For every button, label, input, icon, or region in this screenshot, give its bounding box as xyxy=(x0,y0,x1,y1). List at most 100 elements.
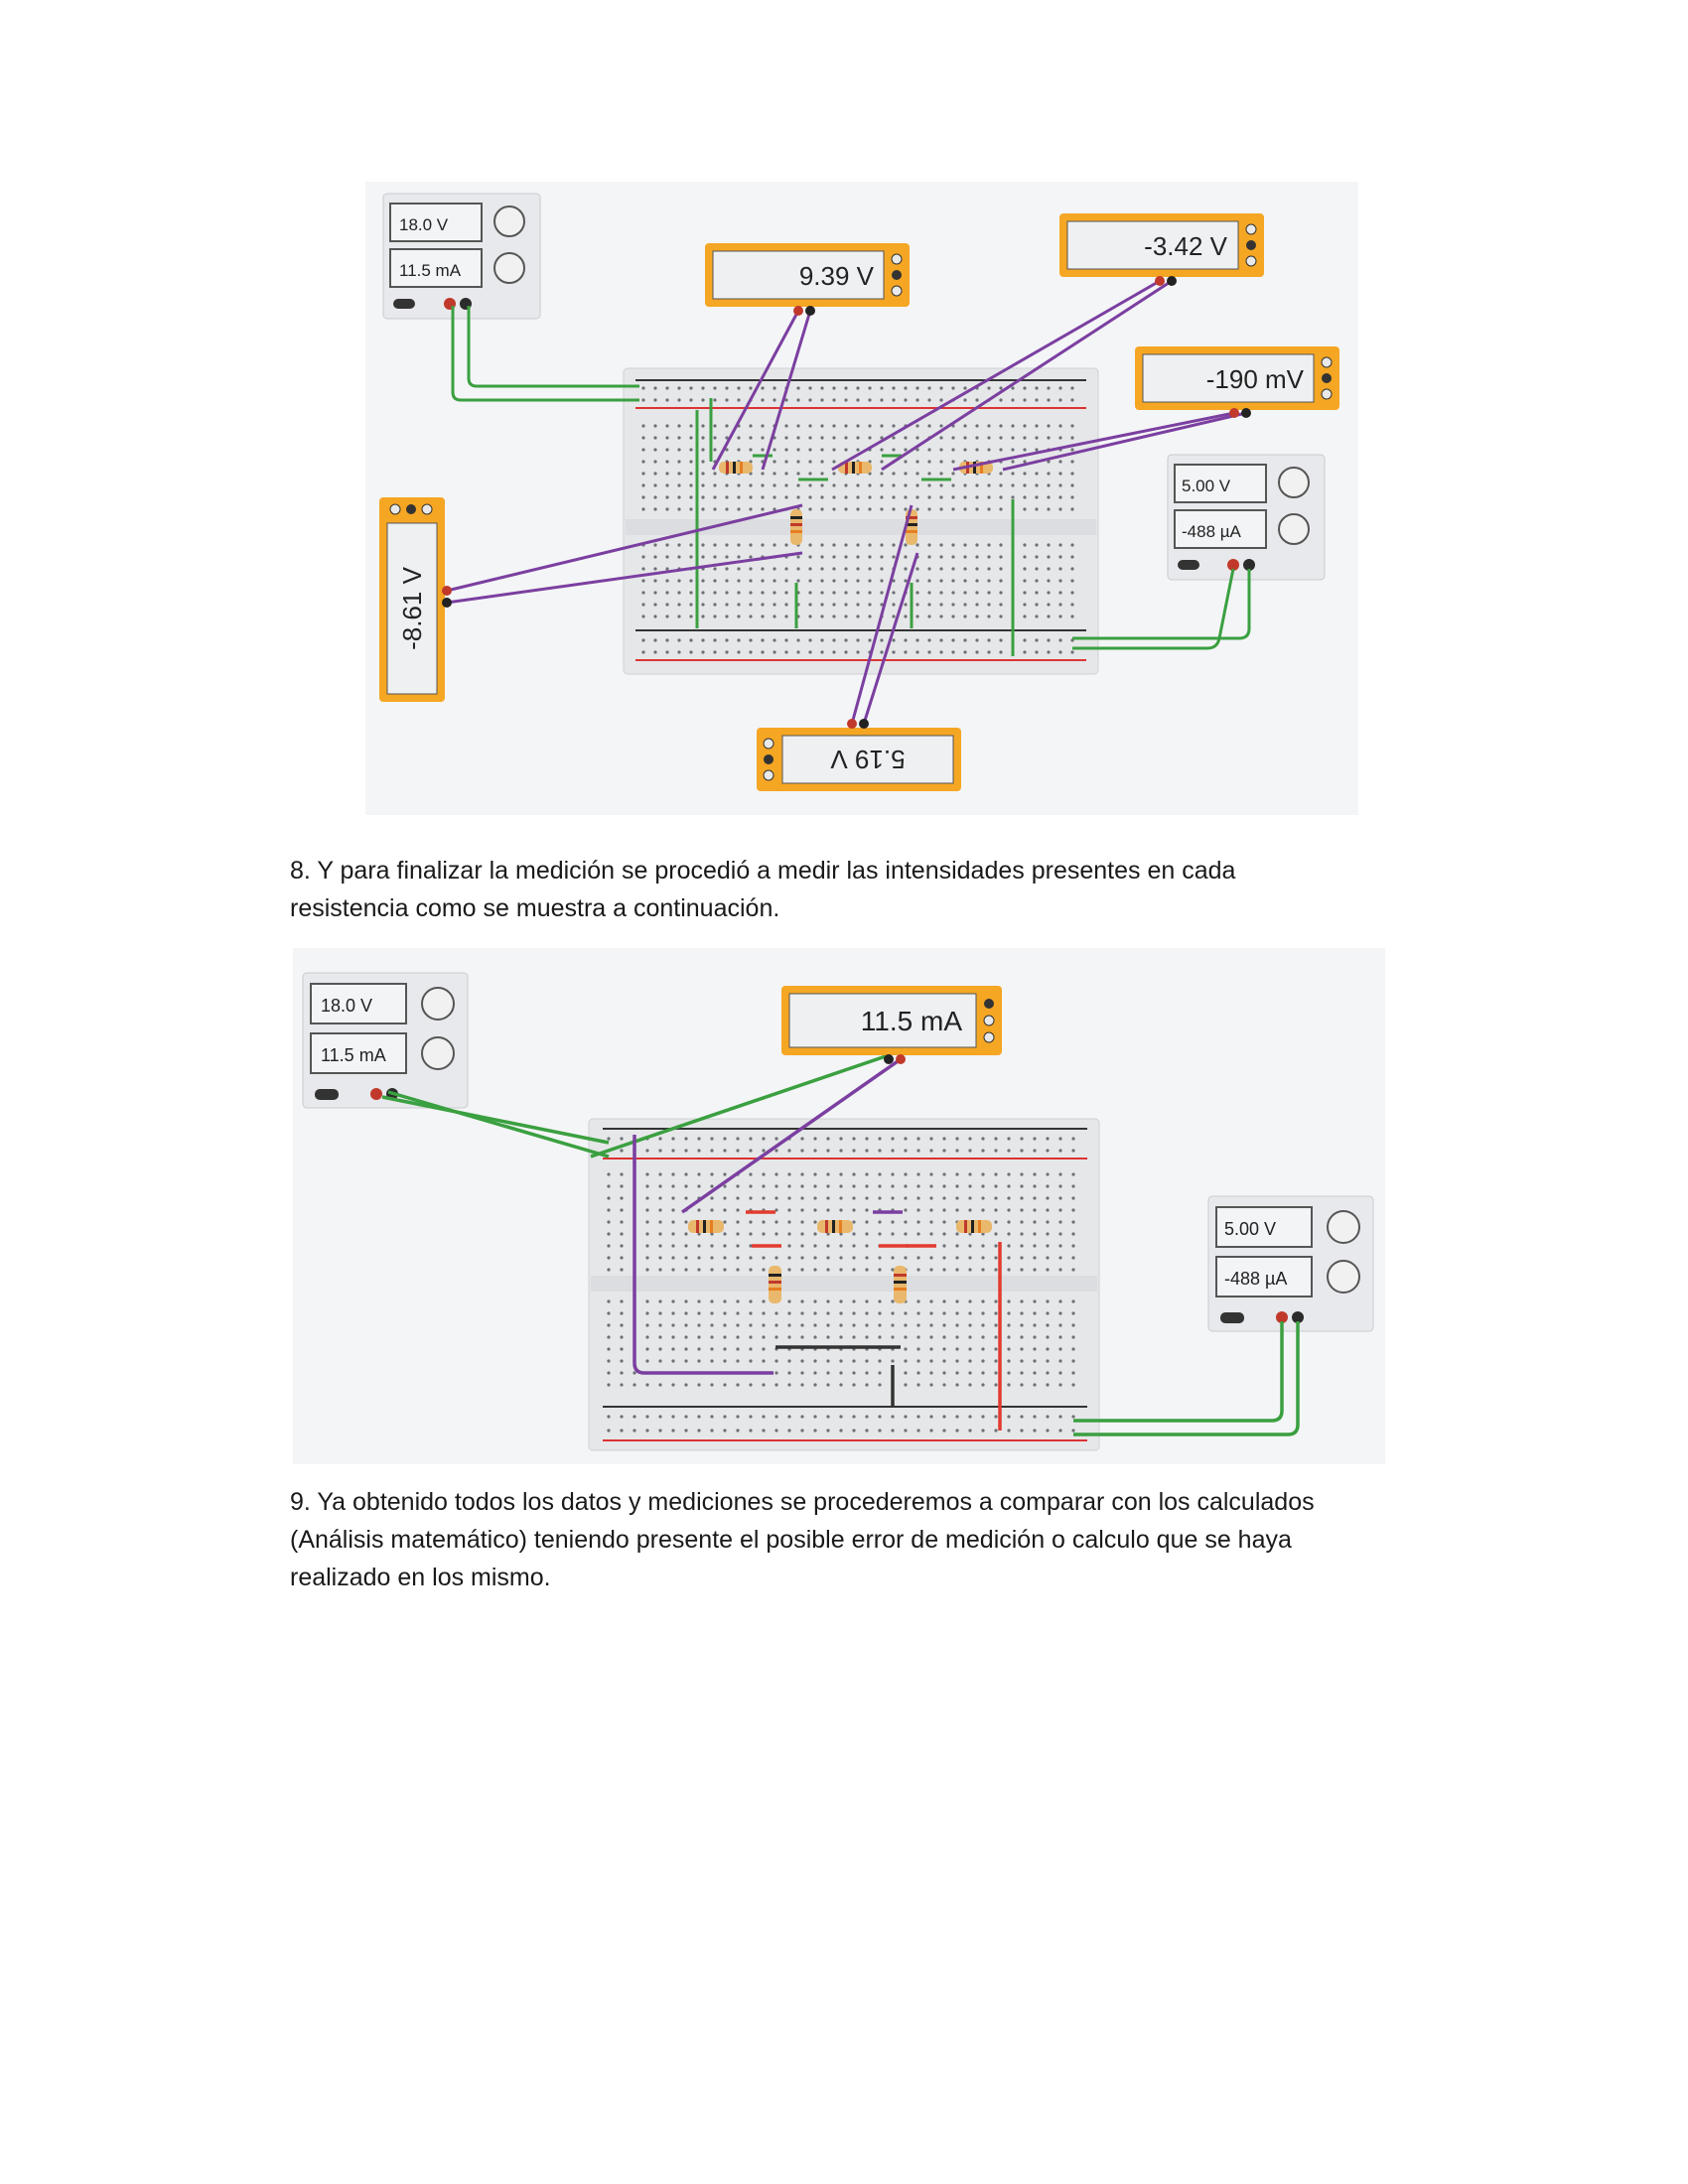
breadboard-hole xyxy=(975,591,979,595)
voltage-knob-icon[interactable] xyxy=(493,205,525,237)
breadboard-hole xyxy=(891,1311,895,1315)
breadboard-hole xyxy=(761,650,765,654)
breadboard-hole xyxy=(904,1208,908,1212)
voltage-knob-icon[interactable] xyxy=(421,987,455,1021)
breadboard-hole xyxy=(994,1172,998,1176)
breadboard-hole xyxy=(1035,614,1039,618)
breadboard-hole xyxy=(865,1429,869,1433)
breadboard-hole xyxy=(852,1220,856,1224)
breadboard-hole xyxy=(808,603,812,607)
breadboard-hole xyxy=(880,638,884,642)
breadboard-hole xyxy=(787,1335,791,1339)
breadboard-hole xyxy=(658,1311,662,1315)
breadboard-hole xyxy=(892,638,896,642)
breadboard-hole xyxy=(1058,555,1062,559)
breadboard-hole xyxy=(987,591,991,595)
breadboard-hole xyxy=(968,1137,972,1141)
breadboard-hole xyxy=(878,1232,882,1236)
negative-terminal-icon[interactable] xyxy=(1292,1311,1304,1323)
breadboard-hole xyxy=(1071,1184,1075,1188)
breadboard-hole xyxy=(736,1244,740,1248)
breadboard-hole xyxy=(697,1232,701,1236)
breadboard-hole xyxy=(832,386,836,390)
breadboard-hole xyxy=(773,386,776,390)
breadboard-hole xyxy=(929,1311,933,1315)
breadboard-hole xyxy=(826,1208,830,1212)
breadboard-hole xyxy=(955,1335,959,1339)
breadboard-hole xyxy=(1058,1268,1062,1272)
breadboard-hole xyxy=(813,1371,817,1375)
breadboard-hole xyxy=(796,398,800,402)
breadboard-hole xyxy=(951,507,955,511)
breadboard-hole xyxy=(927,638,931,642)
current-knob-icon[interactable] xyxy=(1278,513,1310,545)
positive-terminal-icon[interactable] xyxy=(1227,559,1239,571)
breadboard-hole xyxy=(1046,1335,1050,1339)
breadboard-hole xyxy=(713,495,717,499)
breadboard-hole xyxy=(658,1172,662,1176)
breadboard-hole xyxy=(987,424,991,428)
breadboard-hole xyxy=(820,543,824,547)
breadboard-hole xyxy=(856,591,860,595)
breadboard-hole xyxy=(963,386,967,390)
voltage-knob-icon[interactable] xyxy=(1278,467,1310,498)
positive-terminal-icon[interactable] xyxy=(370,1088,382,1100)
current-knob-icon[interactable] xyxy=(421,1036,455,1070)
breadboard-hole xyxy=(762,1256,766,1260)
breadboard-hole xyxy=(713,555,717,559)
power-switch-icon[interactable] xyxy=(1220,1312,1244,1323)
breadboard-hole xyxy=(774,1323,778,1327)
breadboard-hole xyxy=(915,448,919,452)
breadboard-hole xyxy=(844,603,848,607)
breadboard-hole xyxy=(787,1429,791,1433)
breadboard-hole xyxy=(868,495,872,499)
power-switch-icon[interactable] xyxy=(315,1089,339,1100)
breadboard-hole xyxy=(665,579,669,583)
positive-terminal-icon[interactable] xyxy=(1276,1311,1288,1323)
breadboard-hole xyxy=(975,543,979,547)
breadboard-hole xyxy=(939,555,943,559)
breadboard-hole xyxy=(658,1383,662,1387)
power-switch-icon[interactable] xyxy=(393,299,415,309)
breadboard-hole xyxy=(1007,1232,1011,1236)
breadboard-hole xyxy=(880,398,884,402)
voltage-knob-icon[interactable] xyxy=(1327,1210,1360,1244)
breadboard-hole xyxy=(710,1208,714,1212)
breadboard-hole xyxy=(701,436,705,440)
breadboard-hole xyxy=(981,1208,985,1212)
current-knob-icon[interactable] xyxy=(1327,1260,1360,1294)
breadboard-hole xyxy=(736,1311,740,1315)
breadboard-hole xyxy=(1007,1172,1011,1176)
breadboard-hole xyxy=(736,1347,740,1351)
breadboard-hole xyxy=(773,495,776,499)
breadboard-hole xyxy=(832,436,836,440)
breadboard-hole xyxy=(749,1232,753,1236)
power-switch-icon[interactable] xyxy=(1178,560,1199,570)
breadboard-hole xyxy=(1011,483,1015,487)
current-knob-icon[interactable] xyxy=(493,252,525,284)
resistor-5 xyxy=(906,509,917,545)
breadboard-hole xyxy=(749,555,753,559)
breadboard-hole xyxy=(684,1335,688,1339)
breadboard-hole xyxy=(774,1184,778,1188)
breadboard-hole xyxy=(852,1415,856,1419)
breadboard-hole xyxy=(999,614,1003,618)
breadboard-hole xyxy=(856,424,860,428)
breadboard-hole xyxy=(1007,1208,1011,1212)
breadboard-hole xyxy=(725,603,729,607)
breadboard-hole xyxy=(844,495,848,499)
breadboard-hole xyxy=(723,1359,727,1363)
breadboard-hole xyxy=(868,638,872,642)
breadboard-hole xyxy=(710,1323,714,1327)
breadboard-hole xyxy=(929,1256,933,1260)
breadboard-hole xyxy=(710,1232,714,1236)
breadboard-hole xyxy=(878,1371,882,1375)
breadboard-hole xyxy=(645,1383,649,1387)
breadboard-hole xyxy=(800,1415,804,1419)
breadboard-hole xyxy=(951,614,955,618)
breadboard-hole xyxy=(701,460,705,464)
breadboard-hole xyxy=(1023,483,1027,487)
breadboard-hole xyxy=(916,1415,920,1419)
negative-terminal-icon[interactable] xyxy=(1243,559,1255,571)
breadboard-hole xyxy=(607,1429,611,1433)
